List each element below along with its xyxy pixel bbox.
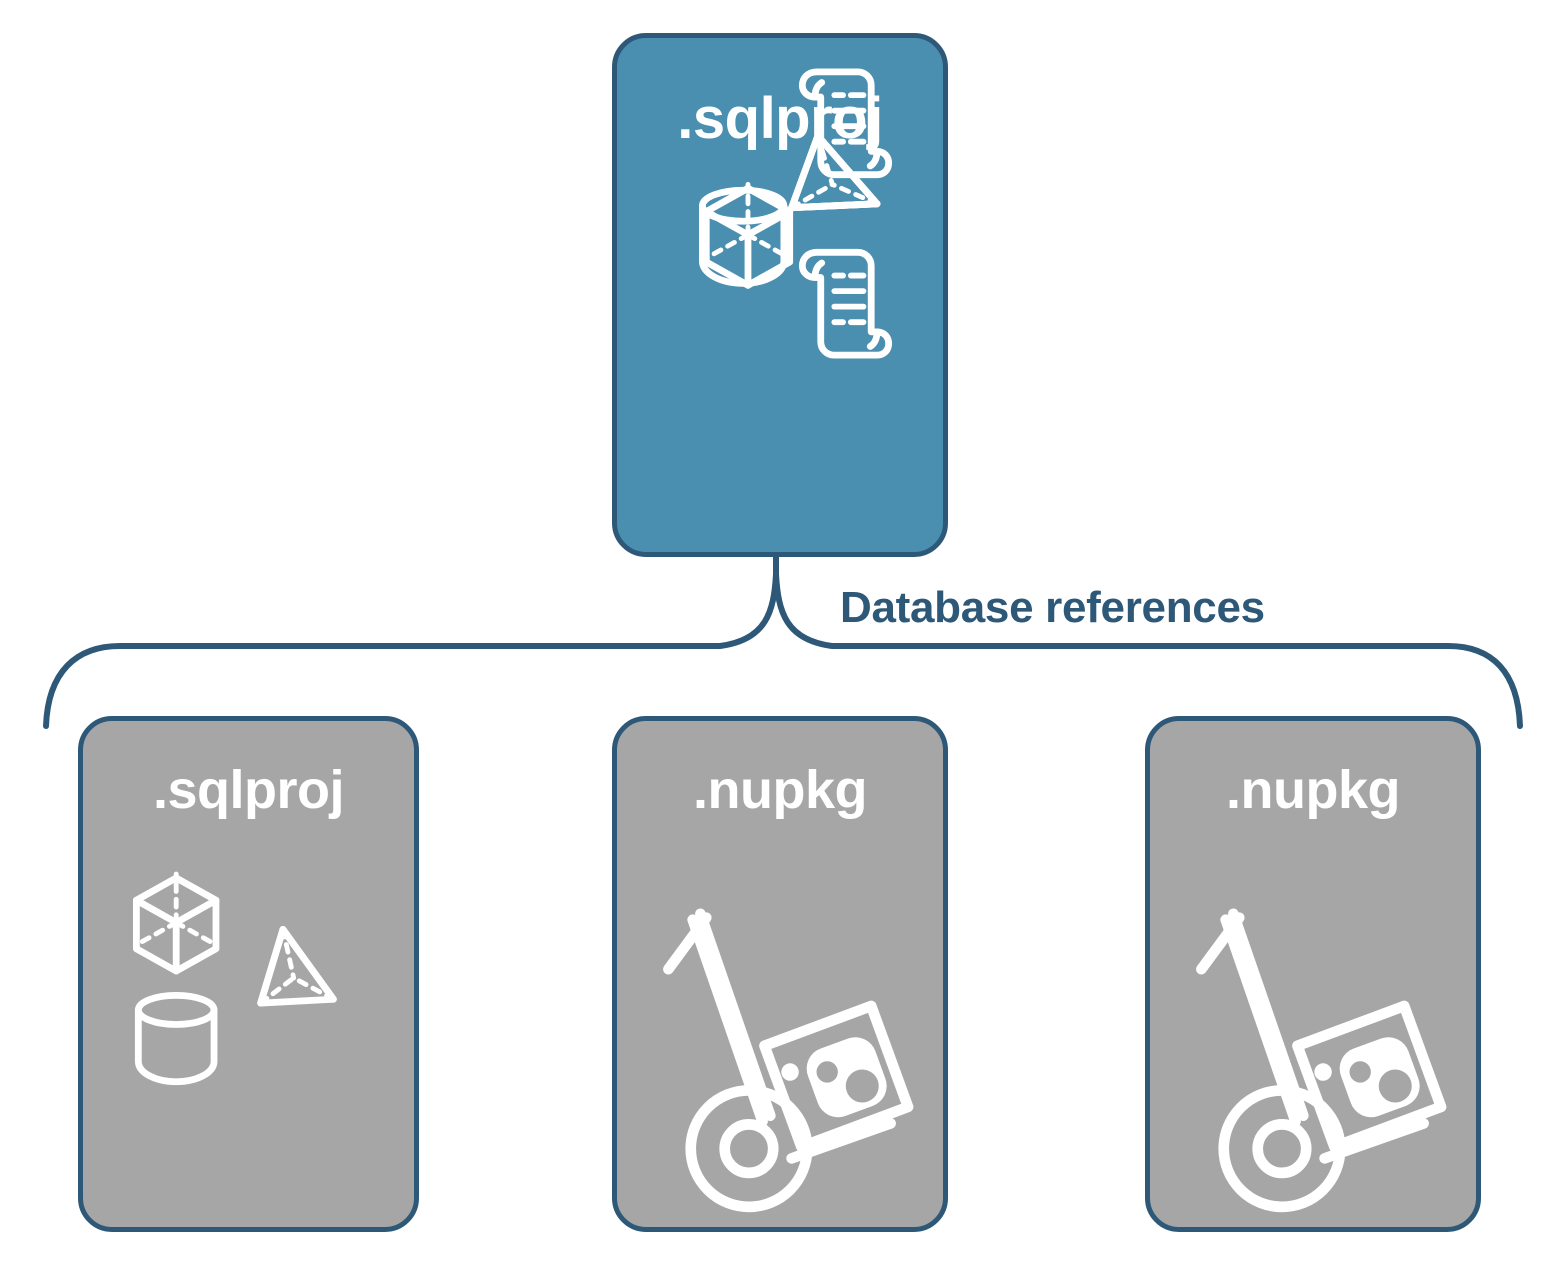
hand-truck-icon	[663, 908, 914, 1213]
node-sqlproj-root-label: .sqlproj	[677, 86, 883, 151]
scroll-icon	[798, 248, 893, 359]
nuget-package-icon	[759, 1000, 914, 1153]
cube-icon	[702, 181, 794, 289]
node-sqlproj-reference[interactable]: .sqlproj	[78, 716, 419, 1232]
cube-icon	[132, 871, 220, 975]
node-nupkg-reference-2[interactable]: .nupkg	[1145, 716, 1481, 1232]
pyramid-icon	[257, 925, 337, 1007]
node-nupkg-reference-1[interactable]: .nupkg	[612, 716, 948, 1232]
connector-brace	[43, 571, 1523, 729]
node-nupkg-reference-2-label: .nupkg	[1226, 760, 1400, 820]
node-nupkg-reference-1-label: .nupkg	[693, 760, 867, 820]
hand-truck-icon	[1196, 908, 1447, 1213]
node-sqlproj-reference-label: .sqlproj	[152, 760, 345, 820]
cylinder-icon	[134, 991, 218, 1086]
nuget-package-icon	[1292, 1000, 1447, 1153]
node-sqlproj-root[interactable]: .sqlproj	[612, 33, 948, 557]
connector-label: Database references	[840, 583, 1265, 632]
cylinder-icon	[698, 186, 788, 287]
